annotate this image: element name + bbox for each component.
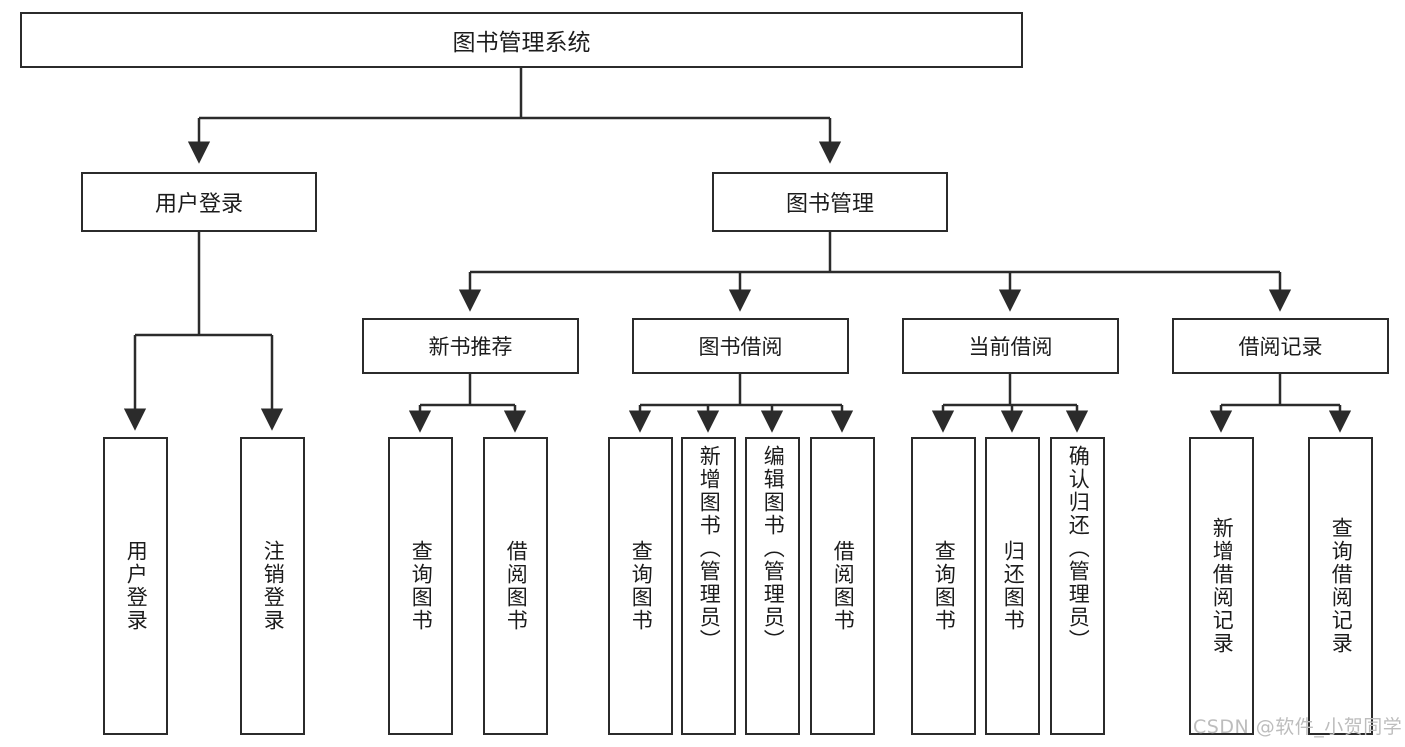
node-root[interactable]: 图书管理系统 [20, 12, 1023, 68]
leaf-confirm-return-admin[interactable]: 确认归还（管理员） [1050, 437, 1105, 735]
leaf-query-book-current[interactable]: 查询图书 [911, 437, 976, 735]
node-book-borrowing[interactable]: 图书借阅 [632, 318, 849, 374]
leaf-query-borrow-record[interactable]: 查询借阅记录 [1308, 437, 1373, 735]
leaf-borrow-book[interactable]: 借阅图书 [810, 437, 875, 735]
node-book-management[interactable]: 图书管理 [712, 172, 948, 232]
leaf-edit-book-admin[interactable]: 编辑图书（管理员） [745, 437, 800, 735]
leaf-query-book-recommend[interactable]: 查询图书 [388, 437, 453, 735]
leaf-add-book-admin[interactable]: 新增图书（管理员） [681, 437, 736, 735]
leaf-add-borrow-record-label: 新增借阅记录 [1210, 517, 1235, 655]
leaf-return-book[interactable]: 归还图书 [985, 437, 1040, 735]
node-book-borrowing-label: 图书借阅 [698, 335, 783, 359]
node-user-login[interactable]: 用户登录 [81, 172, 317, 232]
node-borrow-records[interactable]: 借阅记录 [1172, 318, 1389, 374]
leaf-user-login-label: 用户登录 [124, 540, 149, 632]
leaf-edit-book-admin-label: 编辑图书（管理员） [761, 445, 786, 652]
node-borrow-records-label: 借阅记录 [1238, 335, 1323, 359]
leaf-return-book-label: 归还图书 [1001, 540, 1026, 632]
node-current-borrowing-label: 当前借阅 [968, 335, 1053, 359]
node-user-login-label: 用户登录 [154, 192, 243, 217]
leaf-confirm-return-admin-label: 确认归还（管理员） [1066, 445, 1091, 652]
node-root-label: 图书管理系统 [452, 30, 591, 56]
leaf-query-book-borrowing-label: 查询图书 [629, 540, 654, 632]
leaf-query-borrow-record-label: 查询借阅记录 [1329, 517, 1354, 655]
leaf-query-book-borrowing[interactable]: 查询图书 [608, 437, 673, 735]
node-book-management-label: 图书管理 [785, 192, 874, 217]
watermark: CSDN @软件_小贺同学 [1193, 716, 1403, 738]
node-new-book-recommendation-label: 新书推荐 [428, 335, 513, 359]
leaf-logout[interactable]: 注销登录 [240, 437, 305, 735]
leaf-query-book-current-label: 查询图书 [932, 540, 957, 632]
node-current-borrowing[interactable]: 当前借阅 [902, 318, 1119, 374]
leaf-query-book-recommend-label: 查询图书 [409, 540, 434, 632]
leaf-borrow-book-recommend[interactable]: 借阅图书 [483, 437, 548, 735]
leaf-logout-label: 注销登录 [261, 540, 286, 632]
node-new-book-recommendation[interactable]: 新书推荐 [362, 318, 579, 374]
leaf-user-login[interactable]: 用户登录 [103, 437, 168, 735]
leaf-borrow-book-recommend-label: 借阅图书 [504, 540, 529, 632]
leaf-add-borrow-record[interactable]: 新增借阅记录 [1189, 437, 1254, 735]
leaf-add-book-admin-label: 新增图书（管理员） [697, 445, 722, 652]
leaf-borrow-book-label: 借阅图书 [831, 540, 856, 632]
